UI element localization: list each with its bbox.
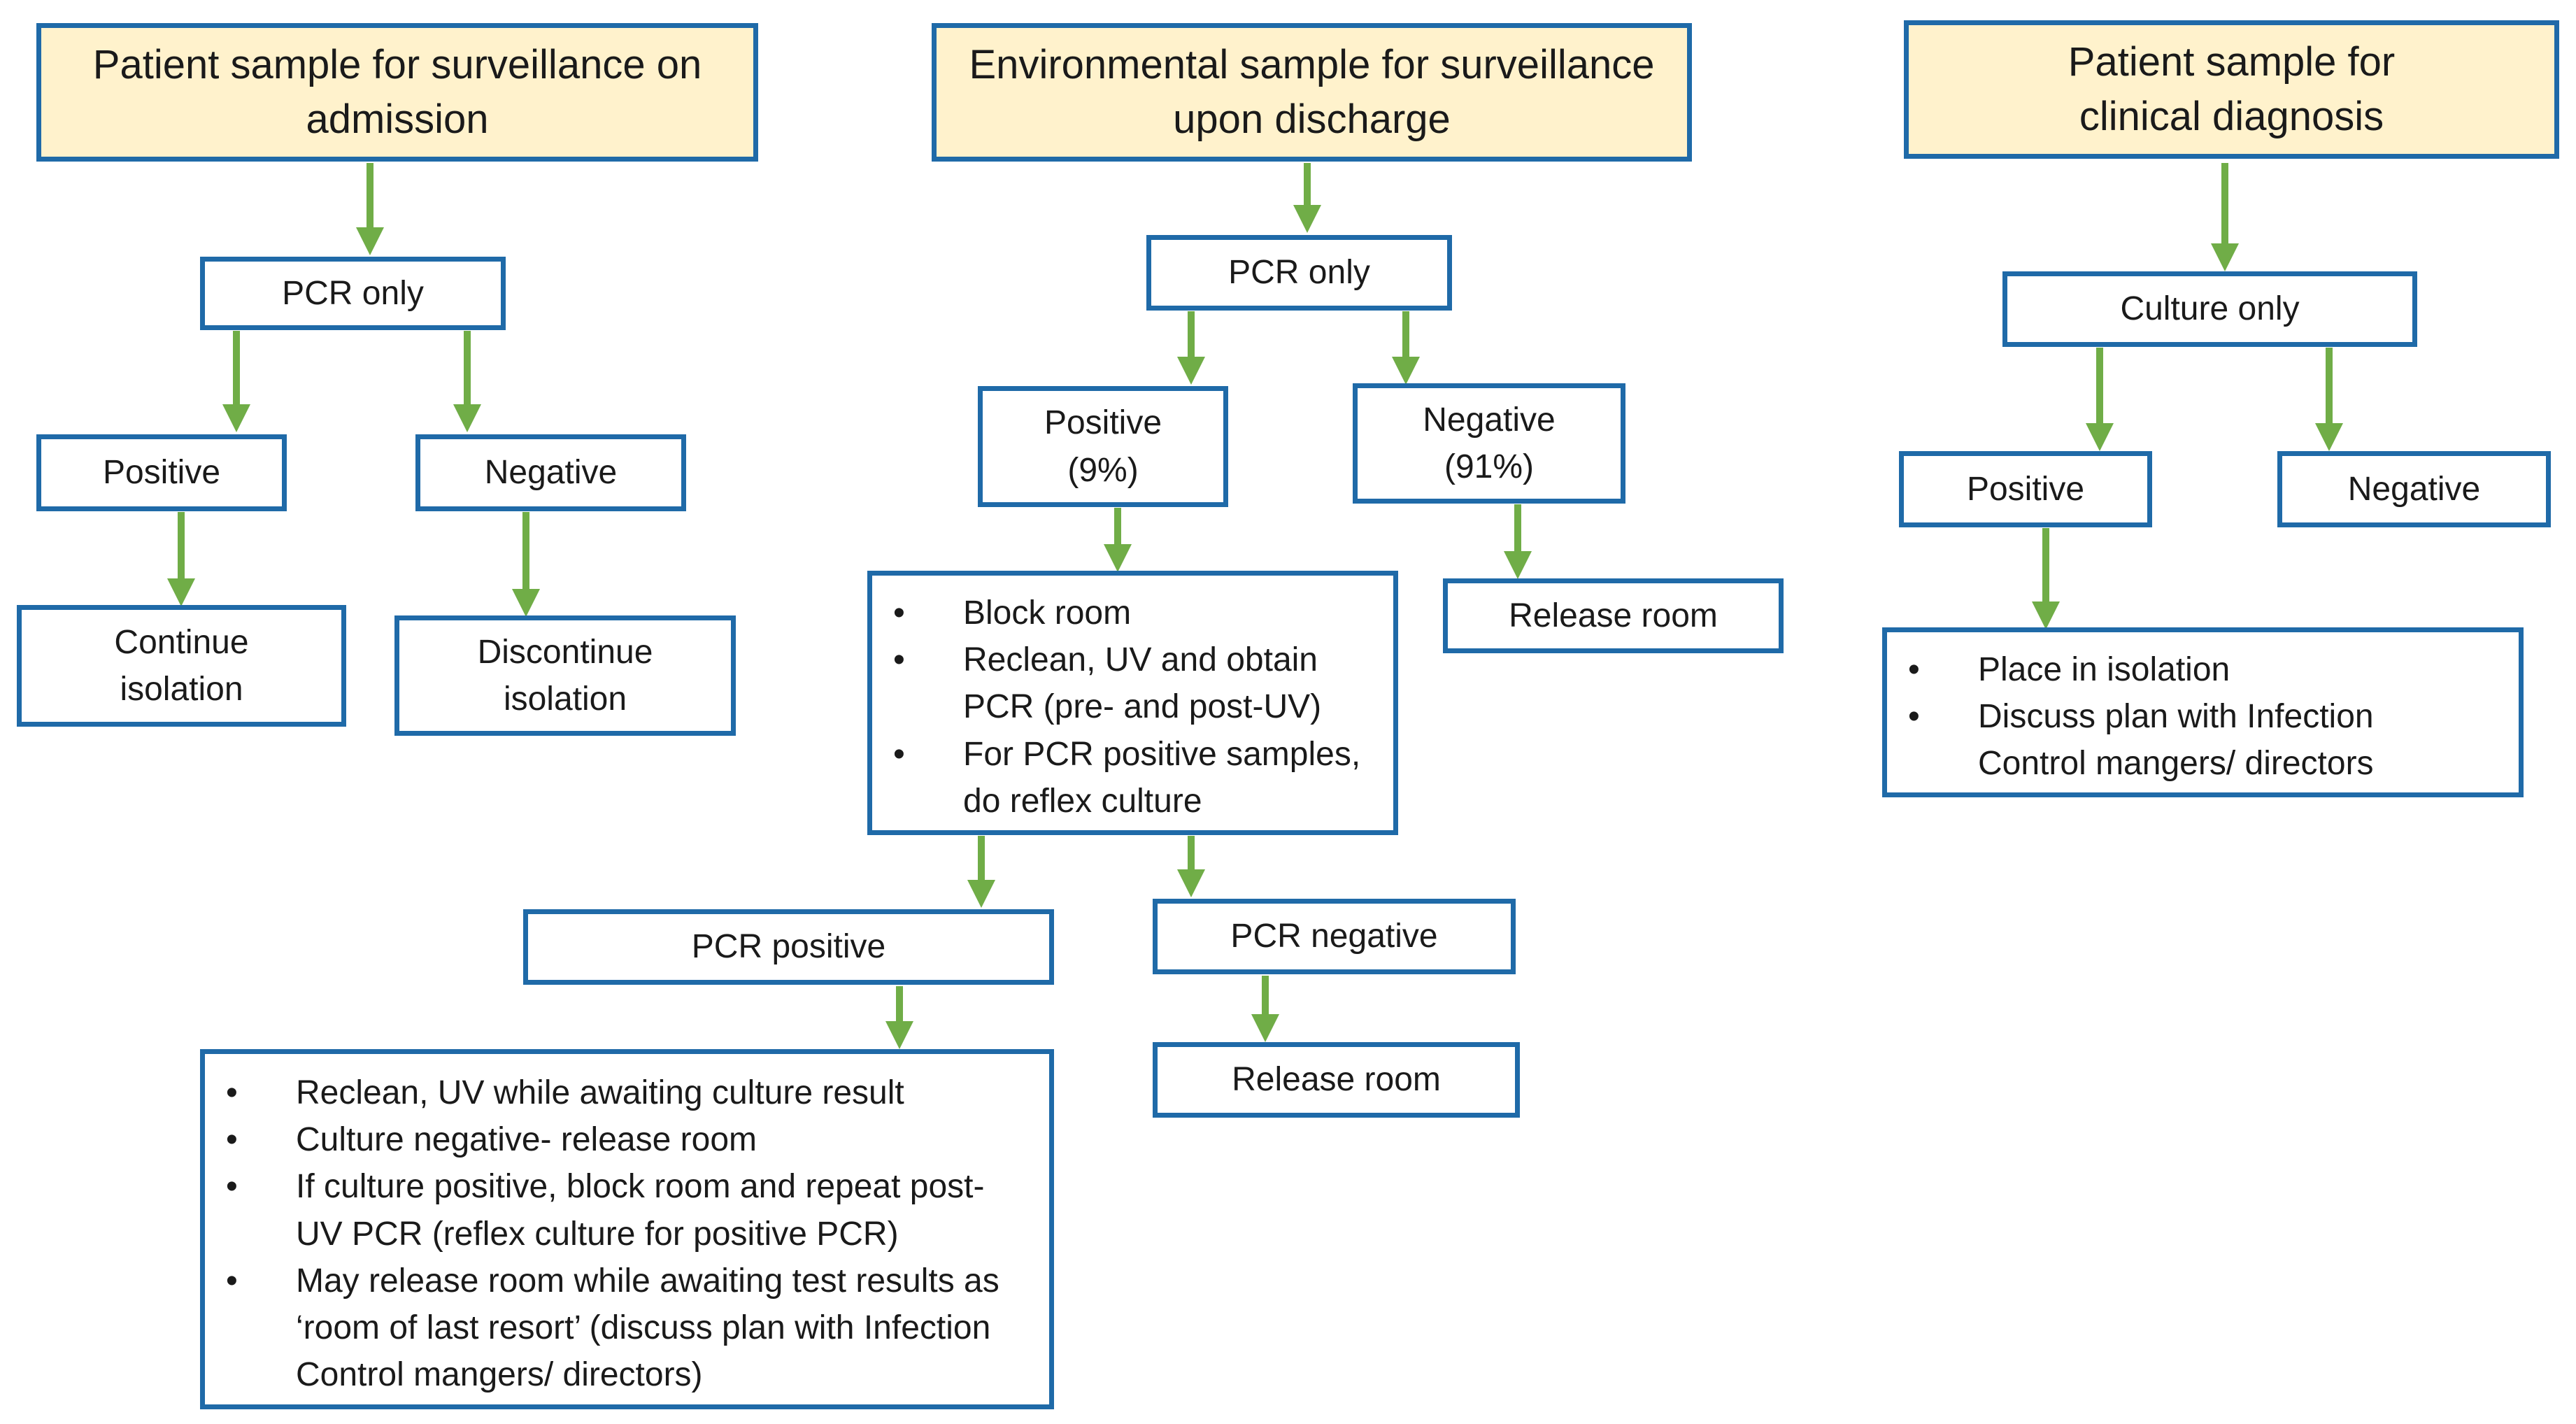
- c1-test-label: PCR only: [282, 274, 424, 312]
- c2-positive-label: Positive (9%): [1044, 404, 1162, 489]
- c3-test-box: Culture only: [2002, 271, 2417, 347]
- c2-pcr-negative-box: PCR negative: [1153, 899, 1516, 974]
- list-item: May release room while awaiting test res…: [205, 1258, 1049, 1399]
- c3-positive-label: Positive: [1966, 470, 2085, 508]
- c2-pcr-negative-action-box: Release room: [1153, 1042, 1520, 1118]
- c2-pcr-positive-actions-box: Reclean, UV while awaiting culture resul…: [200, 1049, 1054, 1409]
- c3-header-box: Patient sample for clinical diagnosis: [1904, 20, 2559, 159]
- c1-positive-action-label: Continue isolation: [114, 623, 249, 708]
- c1-test-box: PCR only: [200, 257, 506, 330]
- list-item: Reclean, UV while awaiting culture resul…: [205, 1069, 1049, 1116]
- list-item: If culture positive, block room and repe…: [205, 1163, 1049, 1257]
- c2-test-label: PCR only: [1228, 254, 1370, 292]
- c2-pcr-positive-actions-list: Reclean, UV while awaiting culture resul…: [205, 1069, 1049, 1398]
- c2-test-box: PCR only: [1146, 235, 1452, 311]
- list-item: Discuss plan with Infection Control mang…: [1887, 693, 2519, 787]
- c1-negative-box: Negative: [415, 434, 686, 511]
- c2-negative-action-label: Release room: [1509, 597, 1718, 634]
- c1-negative-label: Negative: [484, 454, 618, 492]
- c2-pcr-positive-label: PCR positive: [691, 928, 886, 966]
- c3-header-label: Patient sample for clinical diagnosis: [2068, 38, 2396, 139]
- list-item: Reclean, UV and obtain PCR (pre- and pos…: [872, 636, 1393, 730]
- c2-pcr-positive-box: PCR positive: [523, 909, 1054, 985]
- c3-positive-actions-list: Place in isolation Discuss plan with Inf…: [1887, 646, 2519, 788]
- c1-positive-action-box: Continue isolation: [17, 605, 346, 727]
- c1-header-label: Patient sample for surveillance on admis…: [92, 41, 702, 142]
- c3-negative-label: Negative: [2347, 470, 2481, 508]
- c1-negative-action-label: Discontinue isolation: [477, 633, 653, 718]
- c3-positive-box: Positive: [1899, 451, 2152, 527]
- c3-negative-box: Negative: [2277, 451, 2551, 527]
- c1-header-box: Patient sample for surveillance on admis…: [36, 23, 758, 162]
- c2-pcr-negative-label: PCR negative: [1230, 918, 1438, 955]
- c3-test-label: Culture only: [2120, 290, 2300, 328]
- c2-header-label: Environmental sample for surveillance up…: [969, 41, 1655, 142]
- c2-header-box: Environmental sample for surveillance up…: [932, 23, 1692, 162]
- c2-positive-actions-list: Block room Reclean, UV and obtain PCR (p…: [872, 590, 1393, 825]
- c1-positive-label: Positive: [102, 454, 221, 492]
- c2-positive-actions-box: Block room Reclean, UV and obtain PCR (p…: [867, 571, 1398, 835]
- c1-positive-box: Positive: [36, 434, 287, 511]
- list-item: Culture negative- release room: [205, 1116, 1049, 1163]
- c2-negative-action-box: Release room: [1443, 578, 1784, 653]
- list-item: Block room: [872, 590, 1393, 636]
- list-item: Place in isolation: [1887, 646, 2519, 693]
- c3-positive-actions-box: Place in isolation Discuss plan with Inf…: [1882, 627, 2524, 797]
- c2-negative-label: Negative (91%): [1423, 401, 1556, 485]
- c2-negative-box: Negative (91%): [1353, 383, 1625, 504]
- c1-negative-action-box: Discontinue isolation: [394, 615, 736, 736]
- list-item: For PCR positive samples, do reflex cult…: [872, 731, 1393, 825]
- c2-pcr-negative-action-label: Release room: [1232, 1061, 1441, 1099]
- c2-positive-box: Positive (9%): [978, 386, 1228, 507]
